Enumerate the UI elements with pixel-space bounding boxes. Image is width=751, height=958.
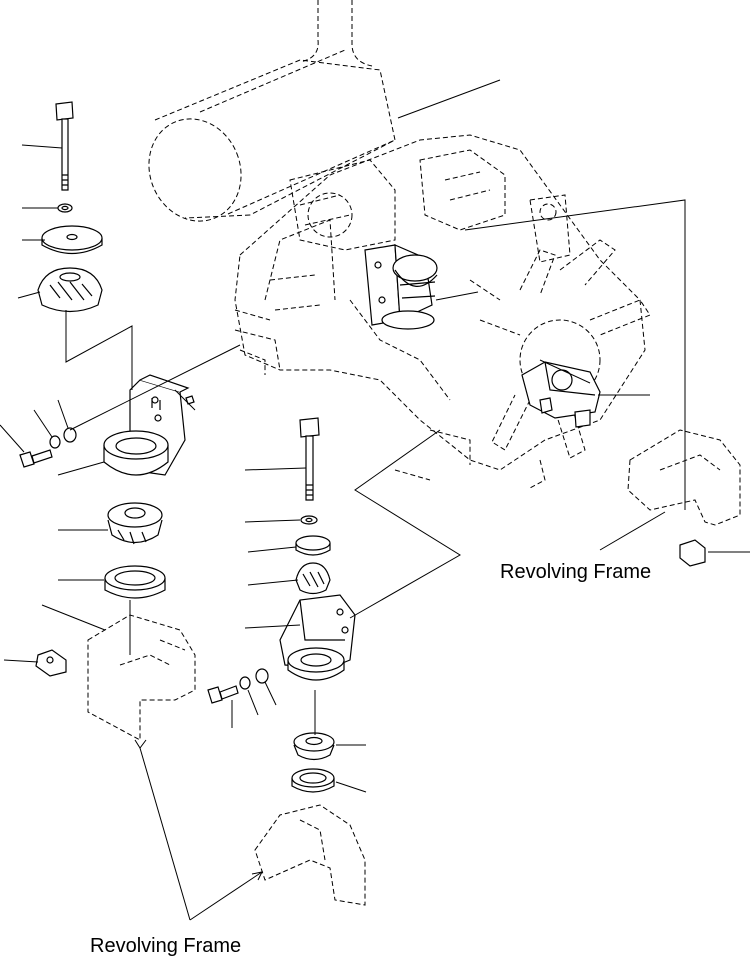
- right-rear-mount-bracket: [364, 244, 438, 330]
- engine-phantom-outline: [148, 0, 651, 489]
- leader-lines: [0, 79, 750, 921]
- label-revolving-frame-bottom: Revolving Frame: [90, 935, 241, 957]
- bottom-revolving-frame-phantom: [254, 804, 366, 906]
- right-revolving-frame-phantom: [627, 429, 741, 567]
- label-revolving-frame-right: Revolving Frame: [500, 561, 651, 583]
- center-mount-parts: [207, 417, 356, 793]
- left-revolving-frame-phantom: [87, 614, 196, 741]
- front-mount-bracket: [521, 361, 601, 428]
- left-mount-parts: [19, 101, 195, 677]
